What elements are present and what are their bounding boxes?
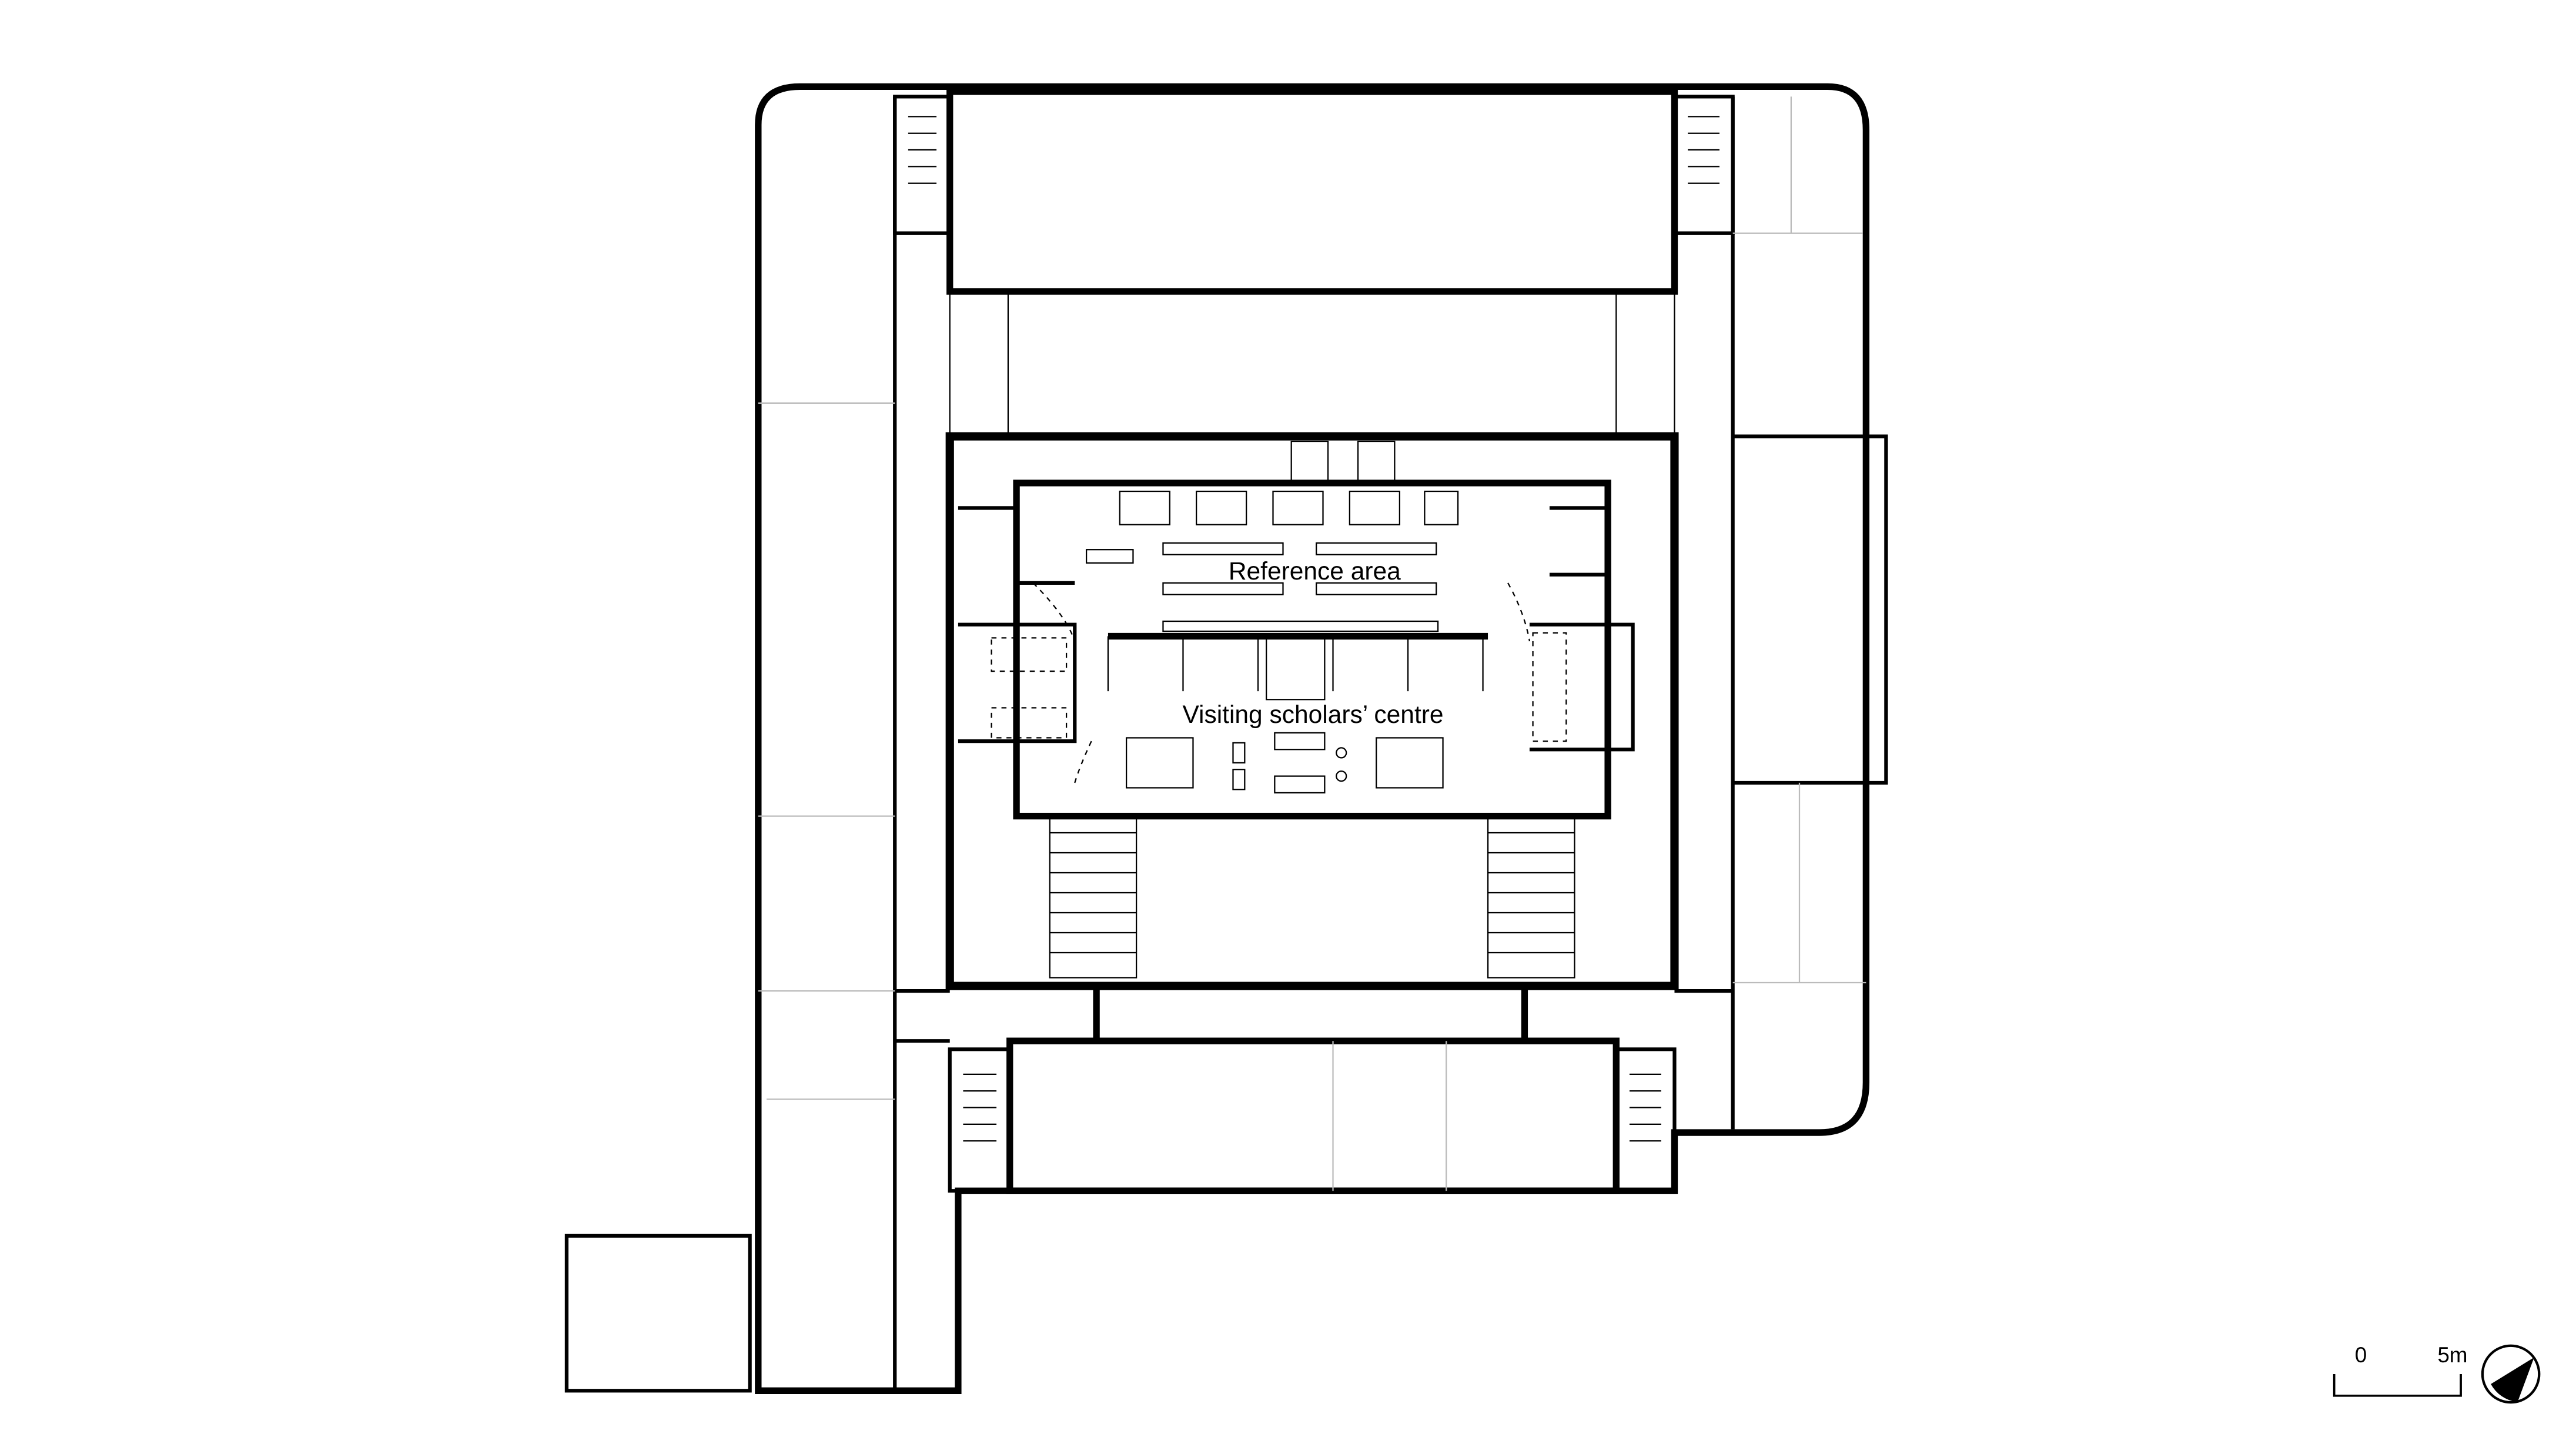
- north-arrow-icon: [2481, 1344, 2541, 1404]
- south-block: [1006, 1037, 1620, 1194]
- north-block: [946, 88, 1678, 295]
- furniture: [991, 490, 1567, 794]
- room-label-visiting-scholars-centre: Visiting scholars’ centre: [1182, 701, 1443, 729]
- building-envelope: [755, 83, 1888, 1394]
- scale-end-label: 5m: [2437, 1343, 2467, 1367]
- room-label-reference-area: Reference area: [1229, 558, 1401, 585]
- scale-start-label: 0: [2355, 1343, 2367, 1367]
- stair-cores: [564, 95, 1735, 1393]
- central-atrium: [945, 432, 1679, 990]
- scale-bar: 0 5m: [2333, 1343, 2467, 1397]
- escalators: [1049, 440, 1575, 979]
- library-core: [1013, 480, 1611, 820]
